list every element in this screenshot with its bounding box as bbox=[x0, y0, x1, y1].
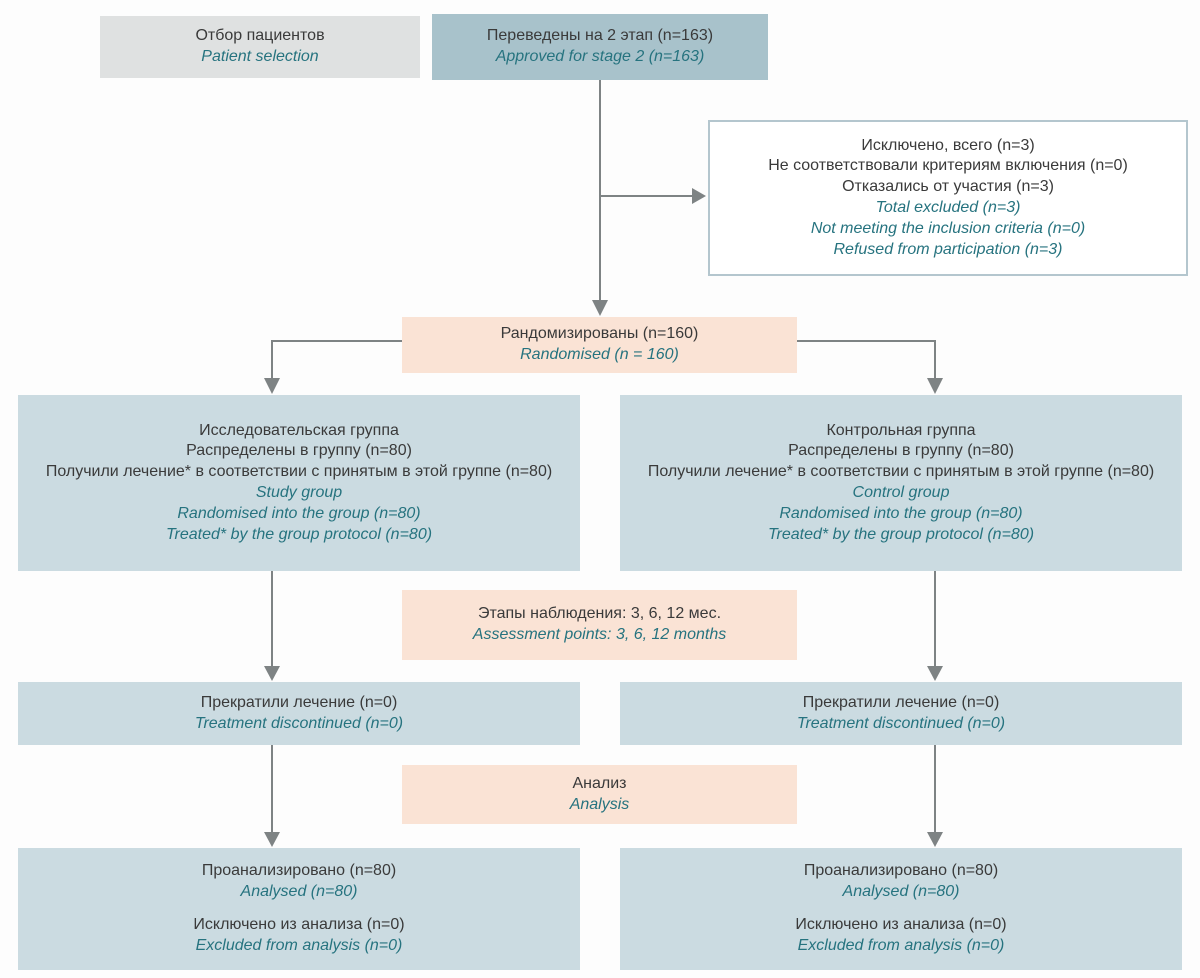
control-group-en-line2: Randomised into the group (n=80) bbox=[779, 504, 1023, 522]
node-analysed-right: Проанализировано (n=80) Analysed (n=80) … bbox=[620, 848, 1182, 970]
analysed-left-excluded-ru: Исключено из анализа (n=0) bbox=[193, 916, 405, 933]
arrow-randomised-to-control-group bbox=[797, 340, 943, 394]
excluded-ru-line3: Отказались от участия (n=3) bbox=[842, 178, 1054, 196]
arrow-control-to-discontinued bbox=[927, 571, 943, 681]
node-approved-stage2: Переведены на 2 этап (n=163) Approved fo… bbox=[432, 14, 768, 80]
analysed-right-ru: Проанализировано (n=80) bbox=[803, 862, 999, 880]
analysed-left-en: Analysed (n=80) bbox=[240, 883, 358, 901]
excluded-ru-line1: Исключено, всего (n=3) bbox=[861, 136, 1035, 154]
node-analysis: Анализ Analysis bbox=[402, 765, 797, 824]
analysis-ru: Анализ bbox=[572, 774, 627, 792]
arrow-discontinued-to-analysed-right bbox=[927, 745, 943, 847]
study-group-ru-line2: Распределены в группу (n=80) bbox=[186, 442, 412, 460]
analysed-right-excluded-ru: Исключено из анализа (n=0) bbox=[795, 916, 1007, 933]
control-group-ru-line2: Распределены в группу (n=80) bbox=[788, 442, 1014, 460]
node-patient-selection: Отбор пациентов Patient selection bbox=[100, 16, 420, 78]
study-group-en-line2: Randomised into the group (n=80) bbox=[177, 504, 421, 522]
excluded-en-line1: Total excluded (n=3) bbox=[875, 199, 1021, 216]
discontinued-left-ru: Прекратили лечение (n=0) bbox=[200, 693, 398, 711]
patient-selection-en: Patient selection bbox=[201, 48, 319, 65]
node-assessment-points: Этапы наблюдения: 3, 6, 12 мес. Assessme… bbox=[402, 590, 797, 660]
arrow-study-to-discontinued bbox=[264, 571, 280, 681]
assessment-ru: Этапы наблюдения: 3, 6, 12 мес. bbox=[477, 605, 722, 623]
arrow-discontinued-to-analysed-left bbox=[264, 745, 280, 847]
discontinued-right-ru: Прекратили лечение (n=0) bbox=[802, 693, 1000, 711]
analysed-left-ru: Проанализировано (n=80) bbox=[201, 862, 397, 880]
discontinued-right-en: Treatment discontinued (n=0) bbox=[796, 714, 1006, 732]
randomised-en: Randomised (n = 160) bbox=[520, 346, 679, 363]
control-group-en-line1: Control group bbox=[852, 484, 950, 501]
randomised-ru: Рандомизированы (n=160) bbox=[500, 325, 699, 343]
node-randomised: Рандомизированы (n=160) Randomised (n = … bbox=[402, 317, 797, 373]
assessment-en: Assessment points: 3, 6, 12 months bbox=[472, 626, 727, 643]
patient-selection-ru: Отбор пациентов bbox=[195, 27, 325, 45]
analysed-right-excluded-en: Excluded from analysis (n=0) bbox=[797, 936, 1005, 954]
control-group-ru-line3: Получили лечение* в соответствии с приня… bbox=[647, 463, 1155, 481]
node-study-group: Исследовательская группа Распределены в … bbox=[18, 395, 580, 571]
approved-ru: Переведены на 2 этап (n=163) bbox=[486, 27, 714, 45]
study-group-ru-line1: Исследовательская группа bbox=[199, 421, 399, 439]
arrow-randomised-to-study-group bbox=[264, 340, 402, 394]
node-analysed-left: Проанализировано (n=80) Analysed (n=80) … bbox=[18, 848, 580, 970]
node-discontinued-right: Прекратили лечение (n=0) Treatment disco… bbox=[620, 682, 1182, 745]
node-excluded: Исключено, всего (n=3) Не соответствовал… bbox=[708, 120, 1188, 276]
study-group-ru-line3: Получили лечение* в соответствии с приня… bbox=[45, 463, 553, 481]
arrow-approved-to-randomised bbox=[592, 80, 608, 316]
node-discontinued-left: Прекратили лечение (n=0) Treatment disco… bbox=[18, 682, 580, 745]
excluded-en-line3: Refused from participation (n=3) bbox=[833, 240, 1063, 258]
arrow-branch-to-excluded bbox=[600, 188, 706, 204]
control-group-ru-line1: Контрольная группа bbox=[826, 421, 976, 439]
excluded-en-line2: Not meeting the inclusion criteria (n=0) bbox=[810, 219, 1086, 237]
analysed-right-en: Analysed (n=80) bbox=[842, 883, 960, 901]
analysed-left-excluded-en: Excluded from analysis (n=0) bbox=[195, 936, 403, 954]
study-group-en-line1: Study group bbox=[255, 484, 343, 501]
study-group-en-line3: Treated* by the group protocol (n=80) bbox=[165, 525, 433, 543]
analysis-en: Analysis bbox=[569, 795, 630, 813]
discontinued-left-en: Treatment discontinued (n=0) bbox=[194, 714, 404, 732]
excluded-ru-line2: Не соответствовали критериям включения (… bbox=[768, 157, 1128, 175]
control-group-en-line3: Treated* by the group protocol (n=80) bbox=[767, 525, 1035, 543]
node-control-group: Контрольная группа Распределены в группу… bbox=[620, 395, 1182, 571]
approved-en: Approved for stage 2 (n=163) bbox=[495, 48, 705, 65]
